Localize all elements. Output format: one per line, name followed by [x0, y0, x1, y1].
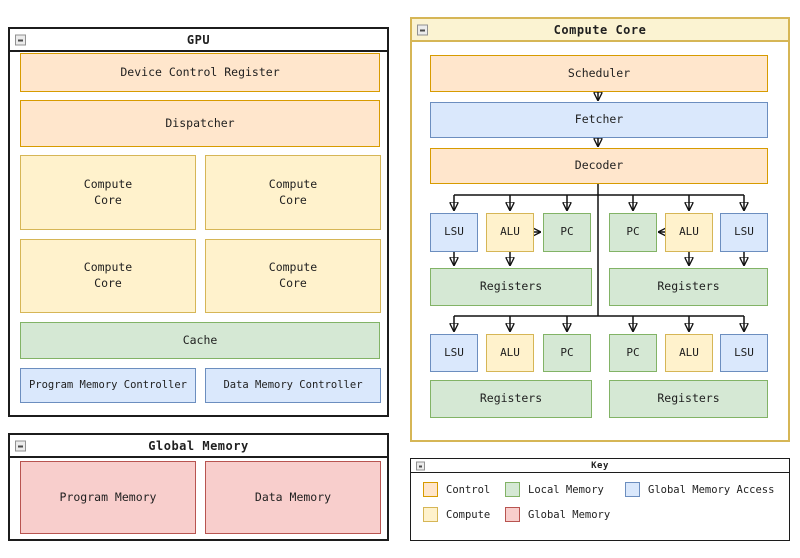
- collapse-button[interactable]: [416, 461, 425, 470]
- control-color-swatch: [423, 482, 438, 497]
- legend-entry: Compute: [423, 507, 490, 522]
- compute-core-titlebar: Compute Core: [412, 19, 788, 42]
- box-lsu: LSU: [720, 213, 768, 252]
- legend-entry: Control: [423, 482, 490, 497]
- box-alu: ALU: [486, 334, 534, 372]
- global-memory-access-color-swatch: [625, 482, 640, 497]
- legend-entry: Local Memory: [505, 482, 604, 497]
- branch2-down-arrows: [454, 316, 744, 331]
- compute-core-window: Compute Core: [410, 17, 790, 442]
- collapse-button[interactable]: [417, 24, 428, 35]
- gpu-titlebar: GPU: [10, 29, 387, 52]
- box-cache: Cache: [20, 322, 380, 359]
- box-program-memory-controller: Program Memory Controller: [20, 368, 196, 403]
- box-pc: PC: [543, 213, 591, 252]
- legend-label: Compute: [446, 508, 491, 521]
- collapse-button[interactable]: [15, 440, 26, 451]
- box-compute-core-2: Compute Core: [205, 155, 381, 230]
- box-registers: Registers: [609, 380, 768, 418]
- box-scheduler: Scheduler: [430, 55, 768, 92]
- box-dispatcher: Dispatcher: [20, 100, 380, 147]
- key-titlebar: Key: [411, 459, 789, 473]
- branch1-down-arrows: [454, 195, 744, 210]
- box-lsu: LSU: [430, 213, 478, 252]
- box-device-control-register: Device Control Register: [20, 53, 380, 92]
- box-compute-core-1: Compute Core: [20, 155, 196, 230]
- box-data-memory: Data Memory: [205, 461, 381, 534]
- compute-color-swatch: [423, 507, 438, 522]
- box-pc: PC: [609, 213, 657, 252]
- key-window-title: Key: [591, 460, 609, 471]
- box-fetcher: Fetcher: [430, 102, 768, 138]
- key-window: Key Control Local Memory Global Memory A…: [410, 458, 790, 541]
- box-registers: Registers: [430, 268, 592, 306]
- legend-label: Global Memory Access: [648, 483, 775, 496]
- box-registers: Registers: [609, 268, 768, 306]
- box-alu: ALU: [665, 213, 713, 252]
- gpu-window: GPU Device Control Register Dispatcher C…: [8, 27, 389, 417]
- box-pc: PC: [543, 334, 591, 372]
- legend-entry: Global Memory: [505, 507, 610, 522]
- box-lsu: LSU: [720, 334, 768, 372]
- box-compute-core-3: Compute Core: [20, 239, 196, 313]
- box-decoder: Decoder: [430, 148, 768, 184]
- collapse-button[interactable]: [15, 34, 26, 45]
- arrows-to-registers-row1: [454, 252, 744, 265]
- box-alu: ALU: [486, 213, 534, 252]
- box-program-memory: Program Memory: [20, 461, 196, 534]
- legend-label: Global Memory: [528, 508, 611, 521]
- legend-label: Control: [446, 483, 491, 496]
- global-memory-window: Global Memory Program Memory Data Memory: [8, 433, 389, 541]
- box-compute-core-4: Compute Core: [205, 239, 381, 313]
- global-memory-color-swatch: [505, 507, 520, 522]
- box-data-memory-controller: Data Memory Controller: [205, 368, 381, 403]
- legend-entry: Global Memory Access: [625, 482, 774, 497]
- global-memory-titlebar: Global Memory: [10, 435, 387, 458]
- global-memory-window-title: Global Memory: [148, 438, 249, 453]
- box-registers: Registers: [430, 380, 592, 418]
- legend-label: Local Memory: [528, 483, 604, 496]
- box-alu: ALU: [665, 334, 713, 372]
- local-memory-color-swatch: [505, 482, 520, 497]
- compute-core-window-title: Compute Core: [553, 22, 647, 37]
- box-lsu: LSU: [430, 334, 478, 372]
- box-pc: PC: [609, 334, 657, 372]
- gpu-window-title: GPU: [186, 32, 211, 47]
